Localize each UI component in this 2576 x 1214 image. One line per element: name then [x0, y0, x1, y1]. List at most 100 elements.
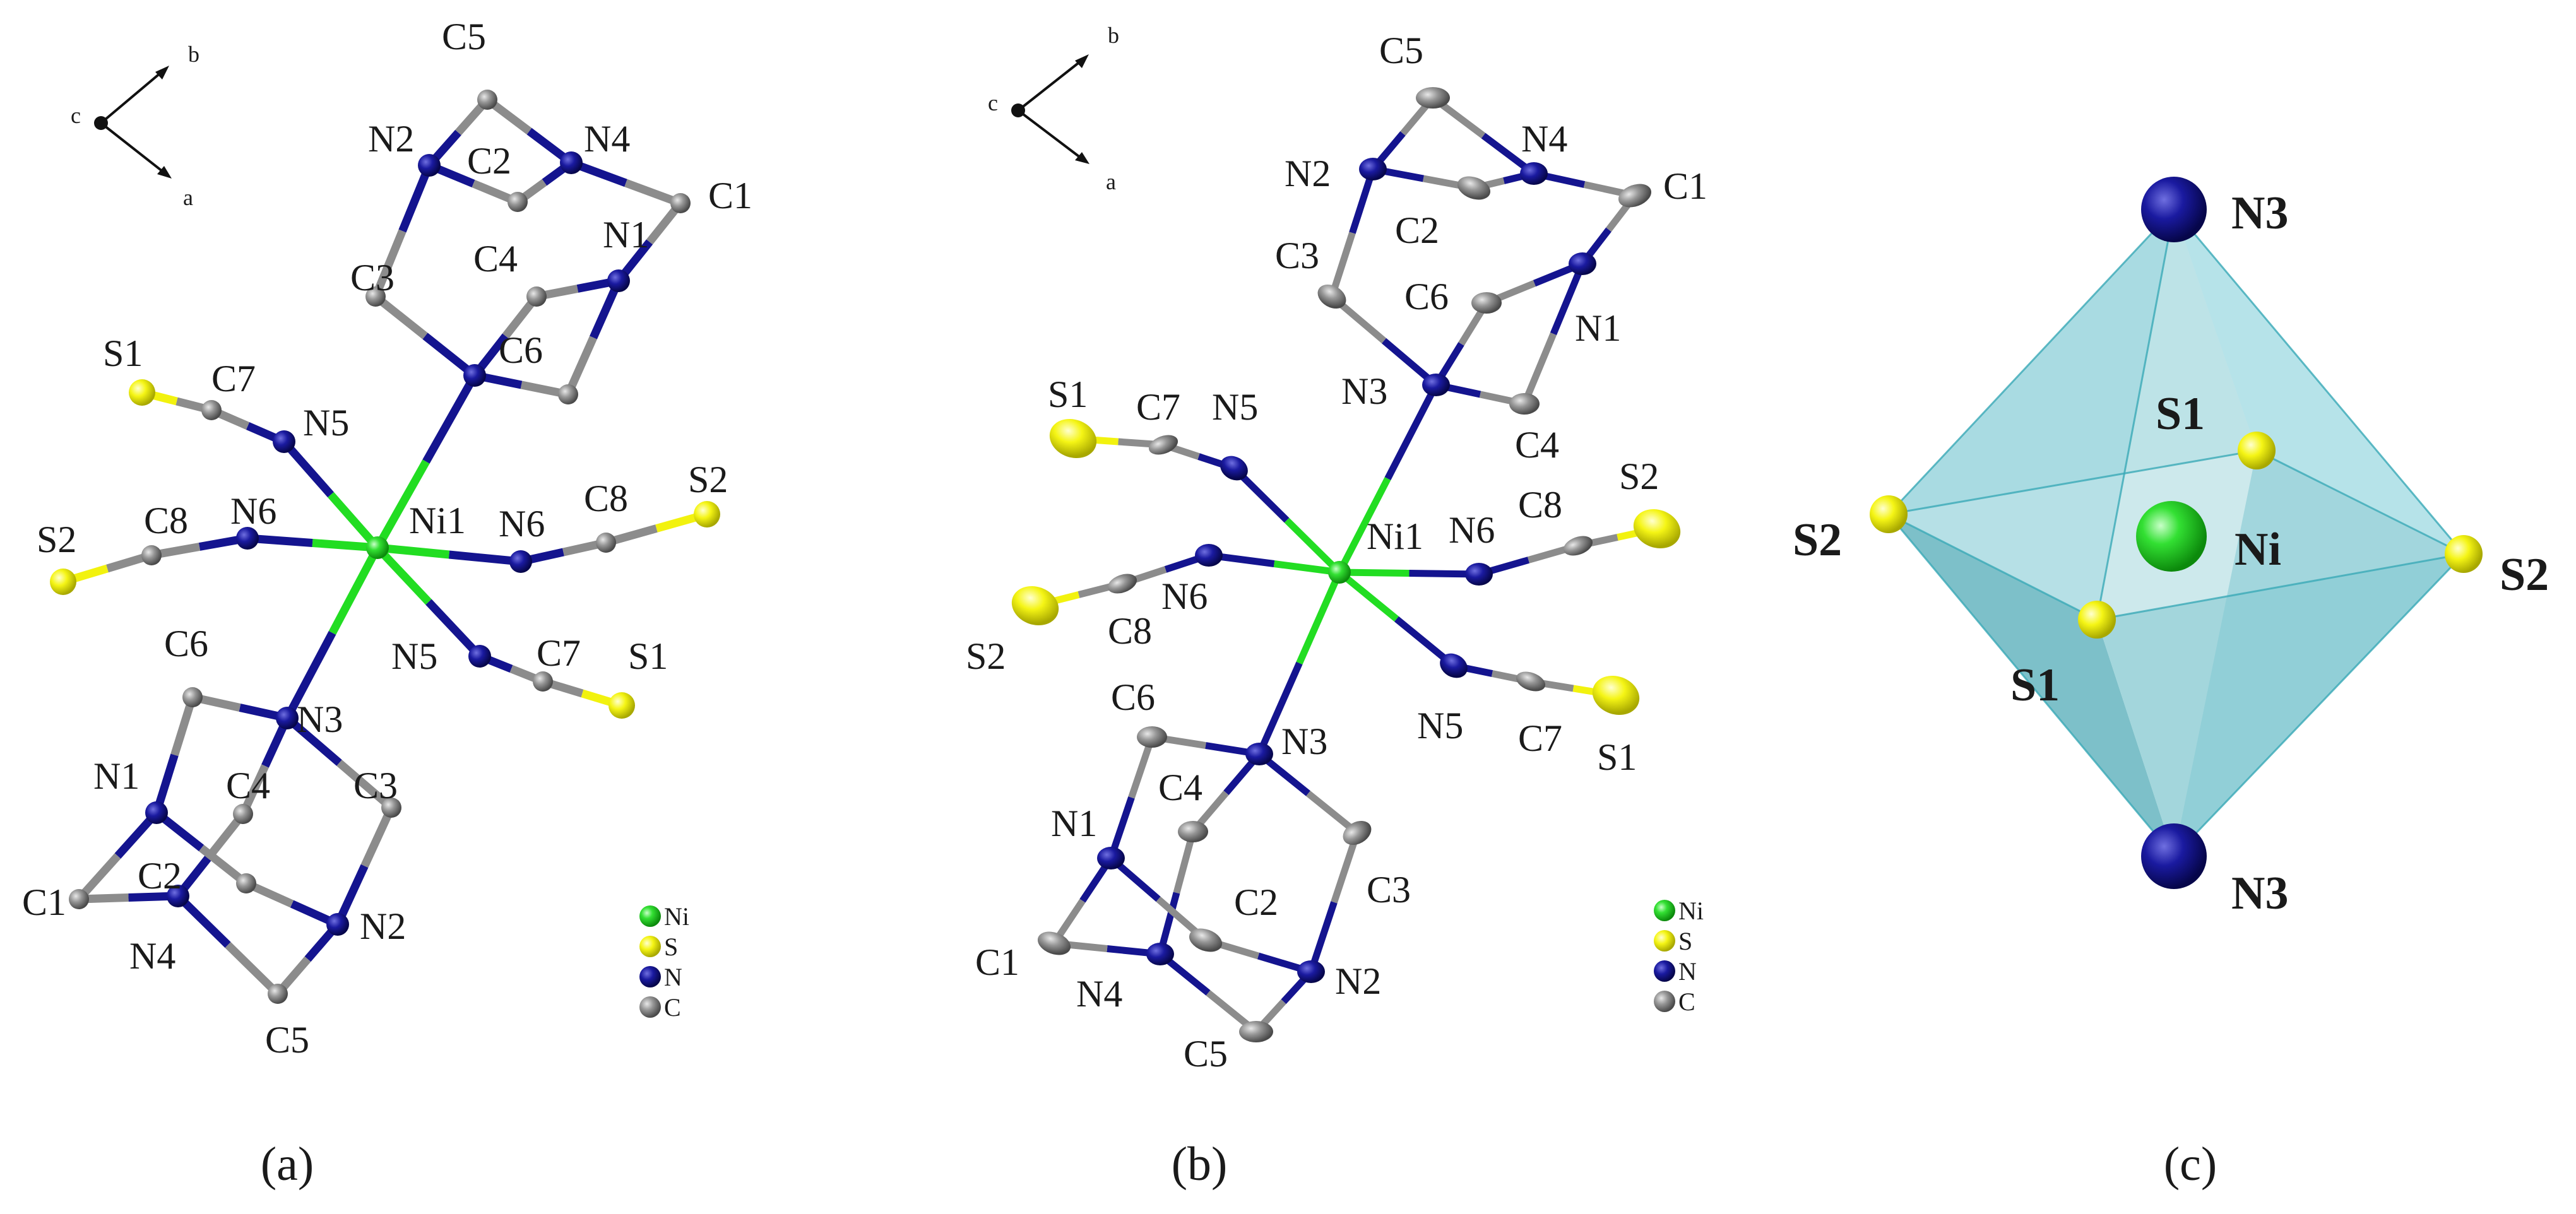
bond [374, 545, 432, 605]
bond [1328, 232, 1356, 298]
atom-label-c6: C6 [164, 623, 208, 664]
atom-label-n2: N2 [360, 905, 406, 947]
atom-c7-sym [533, 671, 553, 692]
atom-n1 [607, 269, 630, 292]
legend-label-c: C [1678, 987, 1695, 1016]
legend-b: Ni S N C [1654, 897, 1704, 1016]
atom-s2 [1011, 586, 1059, 626]
atom-c1 [670, 193, 691, 213]
atom-c4 [526, 286, 547, 307]
octahedron-edge [1887, 208, 2175, 516]
bond [372, 293, 428, 339]
atom-n3-bottom [2141, 823, 2207, 889]
bond [371, 229, 407, 298]
atom-n5 [1220, 456, 1248, 481]
bond [564, 336, 597, 396]
atom-s1 [129, 379, 155, 406]
atom-label-c1: C1 [1663, 165, 1707, 207]
bond [360, 806, 395, 868]
bond [1521, 332, 1557, 406]
atom-label-c6: C6 [1111, 676, 1155, 718]
bond [398, 163, 434, 233]
atom-label-n4: N4 [1521, 118, 1567, 160]
atom-label-c5: C5 [1184, 1033, 1228, 1075]
atom-label-c2: C2 [1395, 209, 1439, 251]
atom-label-c3: C3 [1367, 869, 1411, 910]
bond [448, 550, 521, 566]
atom-n4-sym [167, 885, 189, 907]
atom-label-c2: C2 [1234, 881, 1278, 923]
atom-c5-sym [268, 984, 288, 1004]
legend-label-n: N [664, 963, 682, 991]
atom-c7-sym [1516, 671, 1546, 692]
octahedron-face [2174, 451, 2464, 856]
legend-label-ni: Ni [1678, 897, 1704, 925]
atom-label-n2: N2 [1335, 960, 1381, 1002]
atom-label-c2: C2 [467, 140, 511, 182]
atom-label-n6: N6 [230, 490, 276, 532]
atom-n3-sym [276, 707, 299, 729]
atom-label-n3: N3 [2231, 868, 2288, 919]
atom-label-c7: C7 [211, 358, 256, 399]
bond [1336, 476, 1391, 574]
atom-label-c6: C6 [1404, 276, 1449, 317]
atom-label-ni: Ni [2235, 524, 2281, 575]
bond [422, 373, 478, 464]
atom-n1-sym [1097, 847, 1125, 869]
atom-ni1 [1328, 561, 1351, 584]
atom-label-n5: N5 [1417, 705, 1463, 746]
atom-c3-sym [381, 798, 401, 818]
atom-label-s1: S1 [2156, 388, 2205, 440]
legend-label-ni: Ni [664, 902, 689, 931]
legend-swatch-c [639, 996, 661, 1018]
atom-n1-sym [145, 801, 168, 824]
atom-c3 [1317, 285, 1346, 309]
bond [281, 439, 334, 498]
atom-label-s1: S1 [1597, 736, 1637, 778]
atom-label-c2: C2 [138, 855, 182, 897]
axis-label-c: c [988, 90, 998, 115]
atom-c6 [1471, 292, 1502, 314]
atom-label-s1: S1 [103, 333, 143, 374]
bond [336, 760, 395, 811]
octahedron-edge [2256, 449, 2464, 555]
legend-swatch-n [639, 966, 661, 987]
axis-label-c: c [71, 103, 81, 128]
bond [425, 599, 483, 659]
atom-n4 [560, 151, 583, 174]
atom-label-c3: C3 [350, 257, 395, 298]
atom-label-n6: N6 [499, 503, 545, 545]
atom-label-c8: C8 [1108, 610, 1152, 652]
atom-c2-sym [1189, 928, 1223, 952]
bond [283, 630, 336, 721]
atom-label-s2: S2 [688, 459, 728, 500]
atom-label-n3: N3 [1281, 721, 1327, 762]
atom-c8-sym [1563, 536, 1593, 556]
atom-s1-back [2238, 432, 2276, 469]
atom-label-n3: N3 [2231, 187, 2288, 239]
atom-s1 [1049, 418, 1097, 459]
atom-c2-sym [236, 873, 256, 893]
panel-caption-c: (c) [2164, 1138, 2217, 1191]
bond [328, 545, 381, 635]
atom-c8 [1107, 574, 1137, 594]
octahedron-edge [1888, 513, 2098, 621]
atom-label-n1: N1 [603, 214, 649, 256]
panel-caption-a: (a) [261, 1138, 314, 1191]
bond [225, 941, 281, 997]
atom-c4-sym [1178, 821, 1208, 842]
atom-s2-left [1870, 495, 1908, 533]
axis-indicator-a: b a c [71, 42, 199, 210]
atom-c2 [507, 192, 528, 212]
atom-ni1 [366, 536, 389, 559]
atom-c2 [1457, 176, 1491, 200]
octahedron-edge [2096, 209, 2175, 620]
axis-label-b: b [1108, 23, 1119, 48]
bond [1384, 383, 1439, 481]
atom-label-c4: C4 [1158, 767, 1202, 808]
atom-label-c6: C6 [499, 329, 543, 371]
bond [1255, 661, 1303, 756]
